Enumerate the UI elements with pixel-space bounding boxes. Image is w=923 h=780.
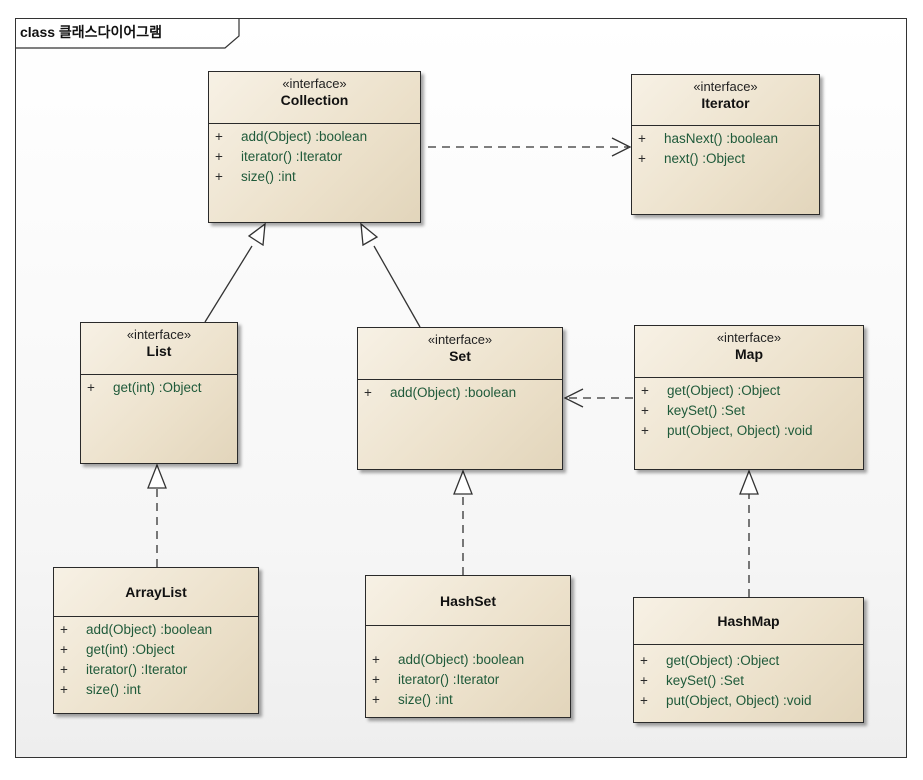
- class-map[interactable]: «interface» Map +get(Object) :Object +ke…: [634, 325, 864, 470]
- operations-compartment: +get(Object) :Object +keySet() :Set +put…: [635, 378, 863, 441]
- operation: +get(int) :Object: [60, 640, 258, 660]
- operation: +add(Object) :boolean: [364, 383, 562, 403]
- class-name: Map: [735, 346, 763, 362]
- visibility-public: +: [640, 693, 648, 708]
- visibility-public: +: [640, 653, 648, 668]
- class-name: Iterator: [701, 95, 750, 111]
- class-hashmap[interactable]: HashMap +get(Object) :Object +keySet() :…: [633, 597, 864, 723]
- class-name: ArrayList: [125, 584, 187, 600]
- class-arraylist[interactable]: ArrayList +add(Object) :boolean +get(int…: [53, 567, 259, 714]
- class-header: «interface» Set: [358, 328, 562, 380]
- generalization-list-collection: [204, 245, 253, 323]
- visibility-public: +: [60, 642, 68, 657]
- dependency-arrowhead: [611, 137, 632, 157]
- class-header: «interface» List: [81, 323, 237, 375]
- operation: +size() :int: [60, 680, 258, 700]
- class-name: Collection: [280, 92, 349, 108]
- class-name: HashMap: [717, 613, 780, 629]
- class-name: HashSet: [439, 593, 497, 609]
- operations-compartment: +add(Object) :boolean +iterator() :Itera…: [366, 626, 570, 710]
- operation: +hasNext() :boolean: [638, 129, 819, 149]
- operation: +put(Object, Object) :void: [641, 421, 863, 441]
- stereotype-label: «interface»: [693, 79, 758, 94]
- stereotype-label: «interface»: [716, 330, 782, 345]
- visibility-public: +: [215, 129, 223, 144]
- visibility-public: +: [641, 423, 649, 438]
- realization-arrowhead: [739, 469, 759, 495]
- visibility-public: +: [60, 662, 68, 677]
- operation: +add(Object) :boolean: [372, 650, 570, 670]
- operation: +add(Object) :boolean: [215, 127, 420, 147]
- class-collection[interactable]: «interface» Collection +add(Object) :boo…: [208, 71, 421, 223]
- visibility-public: +: [87, 380, 95, 395]
- class-header: «interface» Collection: [209, 72, 420, 124]
- operation: +add(Object) :boolean: [60, 620, 258, 640]
- operations-compartment: +add(Object) :boolean +iterator() :Itera…: [209, 124, 420, 187]
- diagram-title: class 클래스다이어그램: [20, 24, 162, 40]
- operation: +get(int) :Object: [87, 378, 237, 398]
- visibility-public: +: [638, 151, 646, 166]
- stereotype-label: «interface»: [126, 327, 192, 342]
- operation: +iterator() :Iterator: [215, 147, 420, 167]
- class-header: HashMap: [634, 598, 863, 645]
- visibility-public: +: [215, 149, 223, 164]
- operation: +put(Object, Object) :void: [640, 691, 863, 711]
- class-hashset[interactable]: HashSet +add(Object) :boolean +iterator(…: [365, 575, 571, 718]
- visibility-public: +: [641, 403, 649, 418]
- visibility-public: +: [640, 673, 648, 688]
- dependency-arrowhead: [563, 388, 584, 408]
- class-header: HashSet: [366, 576, 570, 626]
- class-header: «interface» Iterator: [632, 75, 819, 126]
- operations-compartment: +add(Object) :boolean +get(int) :Object …: [54, 617, 258, 700]
- operation: +keySet() :Set: [641, 401, 863, 421]
- operation: +size() :int: [215, 167, 420, 187]
- class-set[interactable]: «interface» Set +add(Object) :boolean: [357, 327, 563, 470]
- stereotype-label: «interface»: [427, 332, 493, 347]
- visibility-public: +: [60, 682, 68, 697]
- frame-title-tab: [15, 18, 240, 49]
- realization-arrowhead: [147, 463, 167, 489]
- operations-compartment: +add(Object) :boolean: [358, 380, 562, 403]
- class-iterator[interactable]: «interface» Iterator +hasNext() :boolean…: [631, 74, 820, 215]
- class-header: ArrayList: [54, 568, 258, 617]
- generalization-arrowhead: [247, 222, 266, 247]
- visibility-public: +: [364, 385, 372, 400]
- operation: +iterator() :Iterator: [60, 660, 258, 680]
- operations-compartment: +hasNext() :boolean +next() :Object: [632, 126, 819, 169]
- class-list[interactable]: «interface» List +get(int) :Object: [80, 322, 238, 464]
- operation: +keySet() :Set: [640, 671, 863, 691]
- operation: +next() :Object: [638, 149, 819, 169]
- operations-compartment: +get(Object) :Object +keySet() :Set +put…: [634, 645, 863, 711]
- generalization-set-collection: [373, 245, 421, 328]
- operations-compartment: +get(int) :Object: [81, 375, 237, 398]
- operation: +get(Object) :Object: [641, 381, 863, 401]
- visibility-public: +: [372, 672, 380, 687]
- visibility-public: +: [215, 169, 223, 184]
- visibility-public: +: [641, 383, 649, 398]
- generalization-arrowhead: [360, 222, 379, 247]
- realization-arrowhead: [453, 469, 473, 495]
- visibility-public: +: [372, 692, 380, 707]
- class-name: List: [146, 343, 172, 359]
- visibility-public: +: [372, 652, 380, 667]
- stereotype-label: «interface»: [282, 76, 347, 91]
- visibility-public: +: [60, 622, 68, 637]
- visibility-public: +: [638, 131, 646, 146]
- operation: +get(Object) :Object: [640, 651, 863, 671]
- operation: +iterator() :Iterator: [372, 670, 570, 690]
- class-header: «interface» Map: [635, 326, 863, 378]
- operation: +size() :int: [372, 690, 570, 710]
- class-name: Set: [449, 348, 471, 364]
